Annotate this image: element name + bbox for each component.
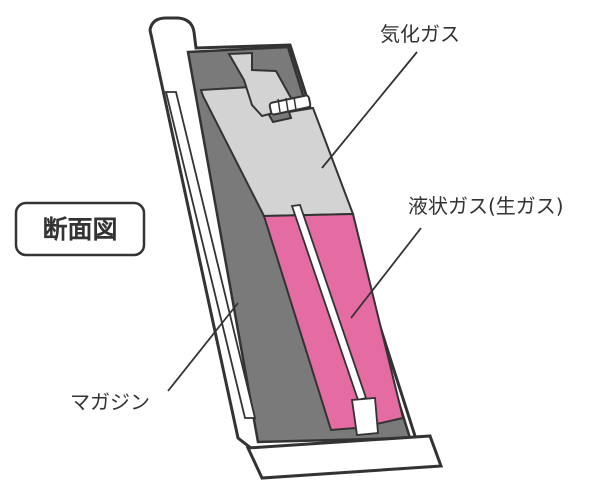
magazine-base-plate (245, 434, 444, 480)
section-badge-text: 断面図 (42, 215, 117, 244)
valve-cylinder (268, 94, 312, 116)
tube-base-block (350, 397, 379, 436)
magazine-front-strip (164, 91, 257, 419)
leader-line-vaporized-gas (321, 51, 418, 169)
leader-line-magazine (167, 302, 239, 392)
leader-line-liquid-gas (350, 227, 422, 319)
label-liquid-gas: 液状ガス(生ガス) (408, 194, 564, 218)
section-badge (14, 201, 146, 257)
label-magazine: マガジン (70, 390, 150, 414)
label-vaporized-gas: 気化ガス (380, 22, 460, 46)
